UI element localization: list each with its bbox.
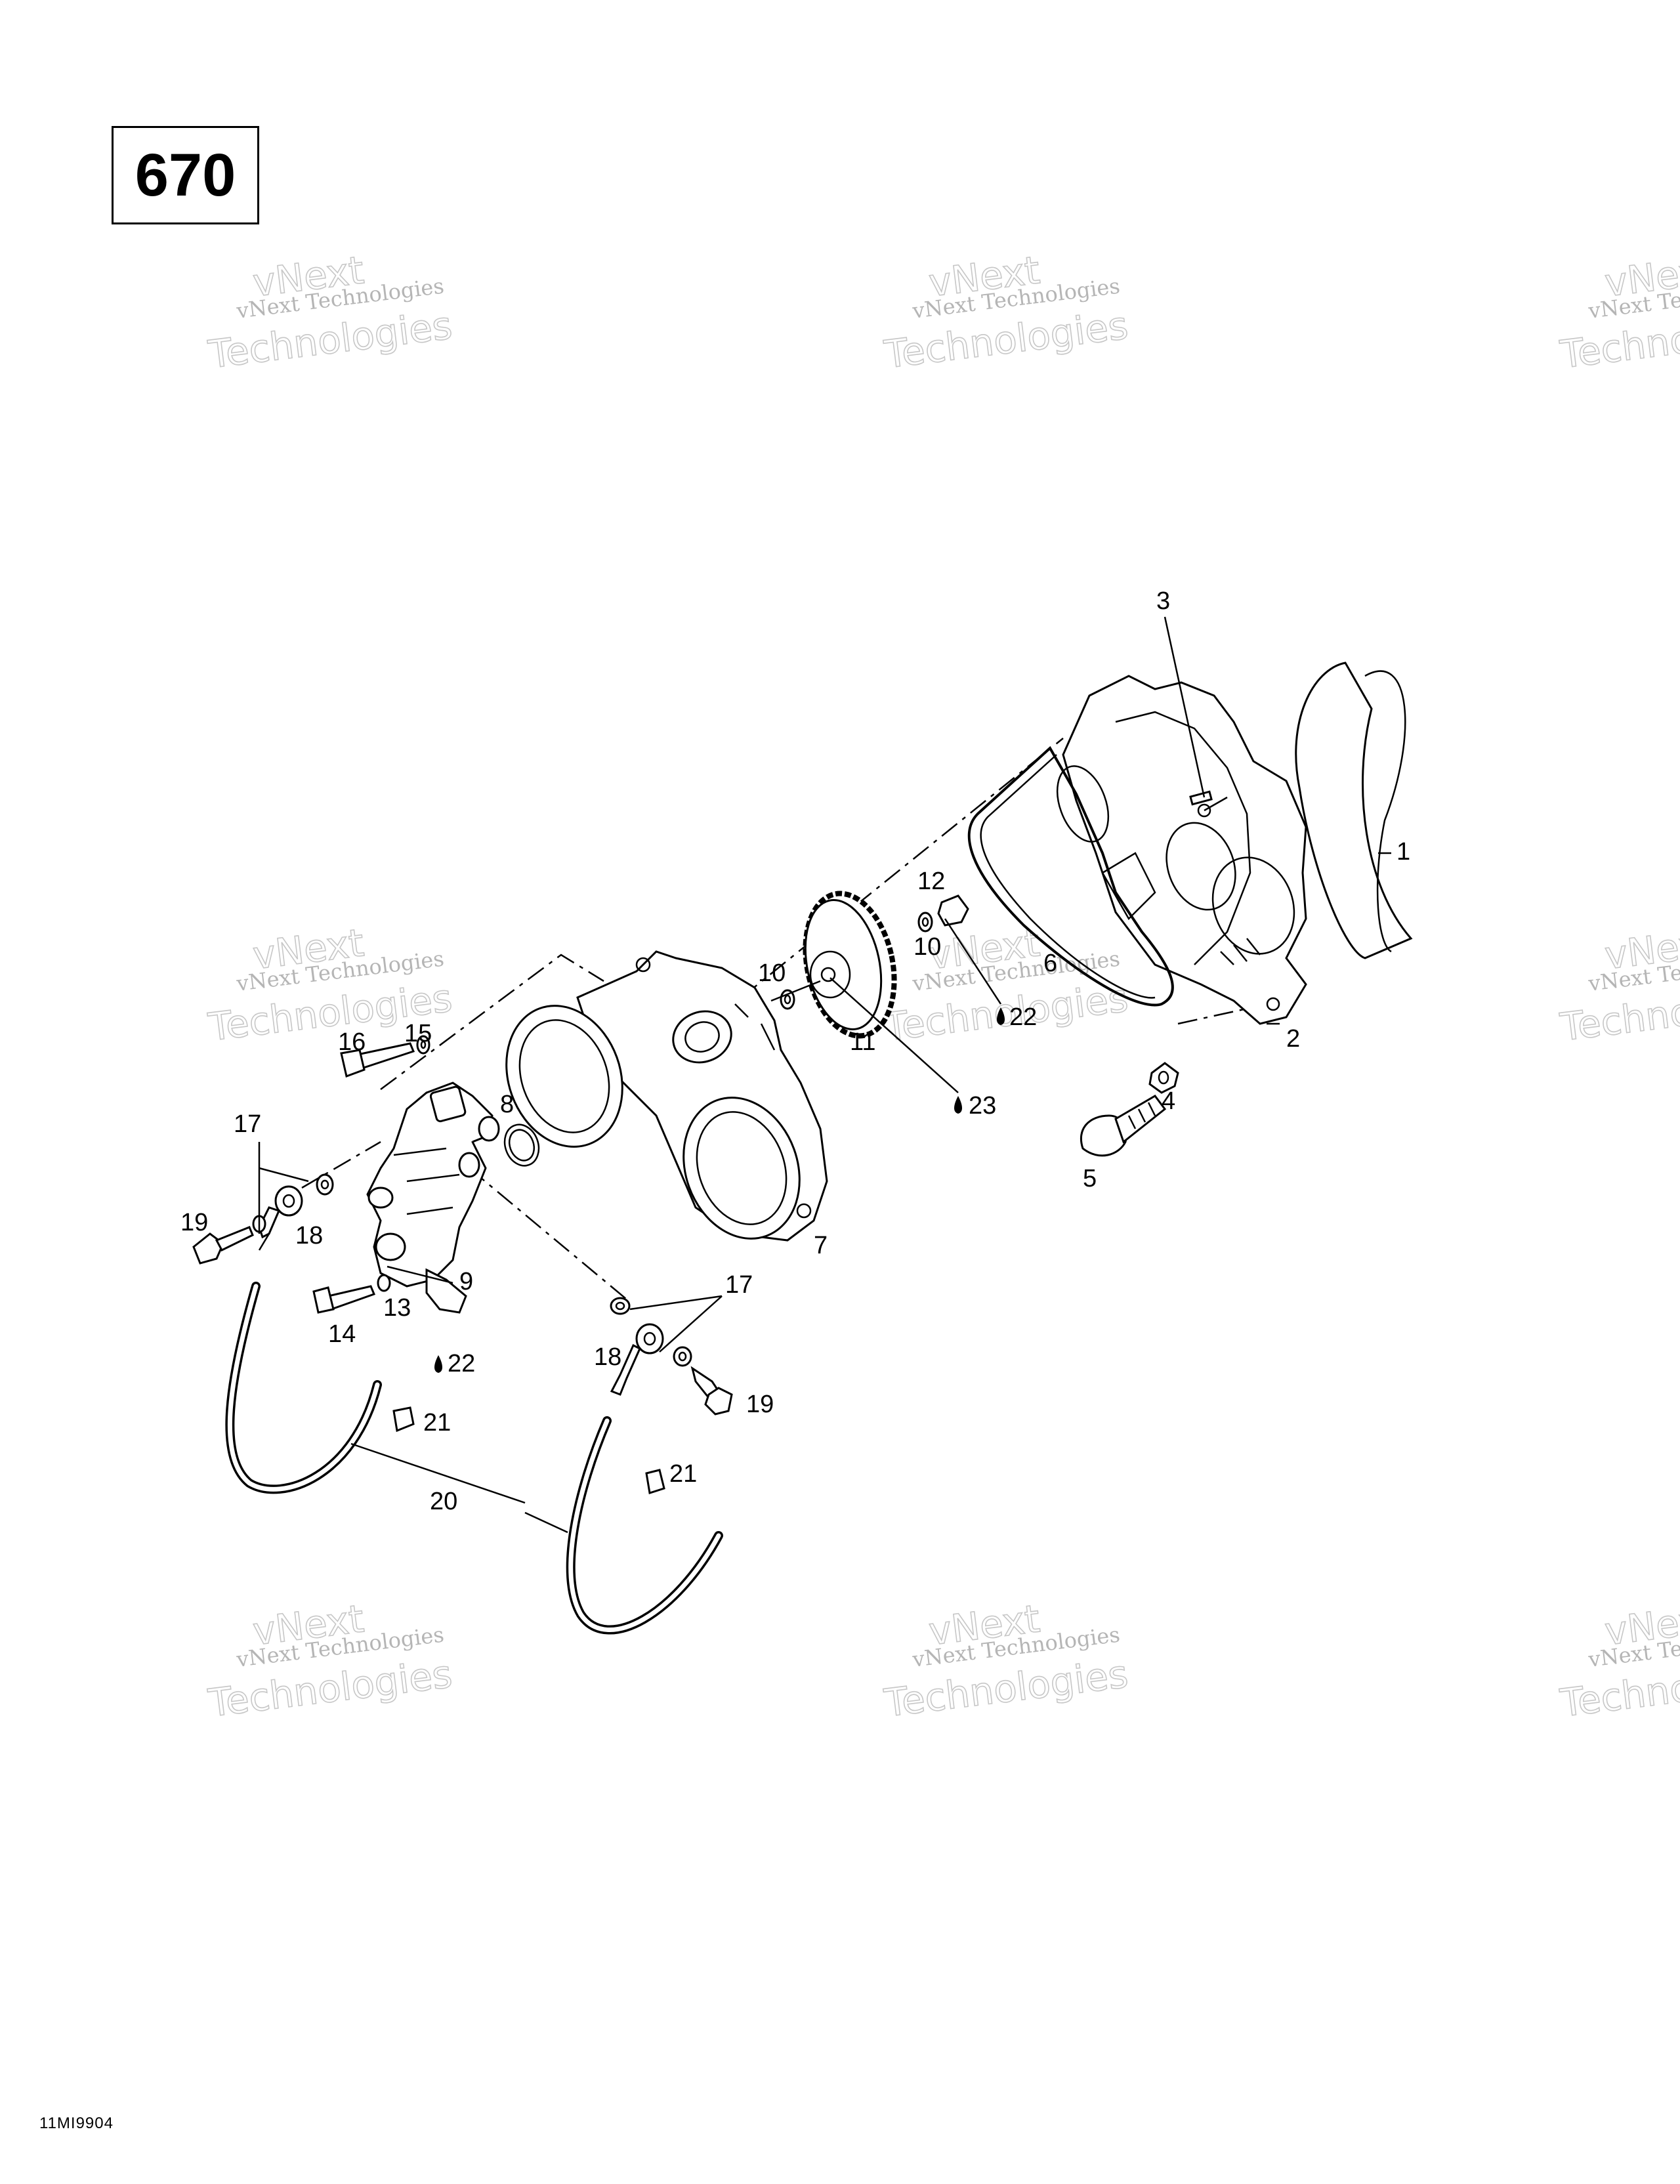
callout-17-left: 17 (234, 1110, 261, 1138)
callout-8: 8 (500, 1091, 514, 1118)
callout-19-right: 19 (746, 1391, 774, 1418)
part-12-nut (937, 894, 969, 927)
callout-23: 23 (969, 1092, 996, 1120)
callout-22-left: 22 (448, 1350, 475, 1377)
callout-1: 1 (1396, 838, 1410, 866)
part-7-valve-housing (505, 950, 828, 1242)
callout-18-right: 18 (594, 1343, 621, 1371)
part-19-banjo-bolt-right (690, 1366, 733, 1416)
part-17-washer-right-a (610, 1297, 631, 1315)
part-20-hose-left (225, 1282, 382, 1494)
part-14-screw (312, 1285, 375, 1314)
watermark-bottom-center: vNext vNext Technologies Technologies (881, 1595, 1131, 1726)
callout-21-right: 21 (669, 1460, 697, 1488)
part-17-washer-right-b (673, 1346, 692, 1367)
callout-4: 4 (1162, 1087, 1175, 1115)
watermark-bottom-left: vNext vNext Technologies Technologies (205, 1595, 455, 1726)
callout-15: 15 (404, 1020, 432, 1047)
part-1-housing-cover (1056, 662, 1413, 1025)
part-9-oil-pump (366, 1082, 500, 1314)
part-15-washer (416, 1035, 430, 1055)
oil-drop-icon-23 (954, 1096, 962, 1114)
part-17-washer-left (316, 1173, 334, 1196)
callout-7: 7 (814, 1232, 828, 1259)
part-6-gasket (967, 746, 1174, 1007)
part-21-clamp-right (645, 1469, 665, 1494)
part-4-washer (1148, 1062, 1179, 1094)
part-3-pin (1189, 790, 1213, 806)
callout-11: 11 (850, 1028, 875, 1056)
callout-labels: 1 2 3 4 5 6 7 8 9 10 10 11 12 13 14 15 1… (180, 587, 1410, 1515)
callout-5: 5 (1083, 1165, 1097, 1192)
callout-20: 20 (430, 1488, 457, 1515)
part-21-clamp-left (392, 1406, 415, 1433)
watermark-top-left: vNext vNext Technologies Technologies (205, 247, 455, 377)
callout-9: 9 (459, 1268, 473, 1295)
part-8-o-ring (503, 1124, 540, 1167)
callout-10-right: 10 (914, 933, 941, 961)
callout-17-right: 17 (725, 1271, 753, 1299)
watermark-bottom-right: vNext vNext Technologies Technologies (1557, 1595, 1680, 1726)
callout-2: 2 (1286, 1025, 1300, 1053)
part-13-washer (377, 1274, 391, 1292)
oil-drop-icon-22-right (997, 1007, 1005, 1025)
callout-19-left: 19 (180, 1209, 208, 1236)
oil-drop-icon-22-left (434, 1355, 442, 1373)
callout-18-left: 18 (295, 1222, 323, 1250)
part-16-screw (340, 1042, 415, 1078)
callout-14: 14 (328, 1320, 356, 1348)
callout-12: 12 (917, 868, 945, 895)
callout-13: 13 (383, 1294, 411, 1322)
part-10-washer-right (917, 912, 933, 933)
callout-10-left: 10 (758, 959, 786, 987)
part-19-banjo-bolt-left (192, 1215, 266, 1265)
callout-21-left: 21 (423, 1409, 451, 1437)
diagram-code: 11MI9904 (39, 2114, 114, 2132)
part-18-banjo-left (258, 1185, 303, 1239)
callout-22-right: 22 (1009, 1003, 1037, 1031)
callout-6: 6 (1043, 950, 1057, 977)
page-number: 670 (135, 141, 236, 209)
part-20-hose-right (566, 1416, 723, 1635)
leader-lines (258, 616, 1391, 1534)
part-18-banjo-right (610, 1323, 664, 1396)
watermark-top-center: vNext vNext Technologies Technologies (881, 247, 1131, 377)
watermark-mid-right: vNext vNext Technologies Technologies (1557, 919, 1680, 1050)
part-11-gear (803, 891, 897, 1039)
callout-3: 3 (1156, 587, 1170, 615)
part-5-screw (1080, 1095, 1167, 1157)
watermark-top-right: vNext vNext Technologies Technologies (1557, 247, 1680, 377)
page-number-box: 670 (112, 126, 259, 224)
callout-16: 16 (338, 1028, 366, 1056)
watermark-group: vNext vNext Technologies Technologies vN… (205, 247, 1680, 1726)
